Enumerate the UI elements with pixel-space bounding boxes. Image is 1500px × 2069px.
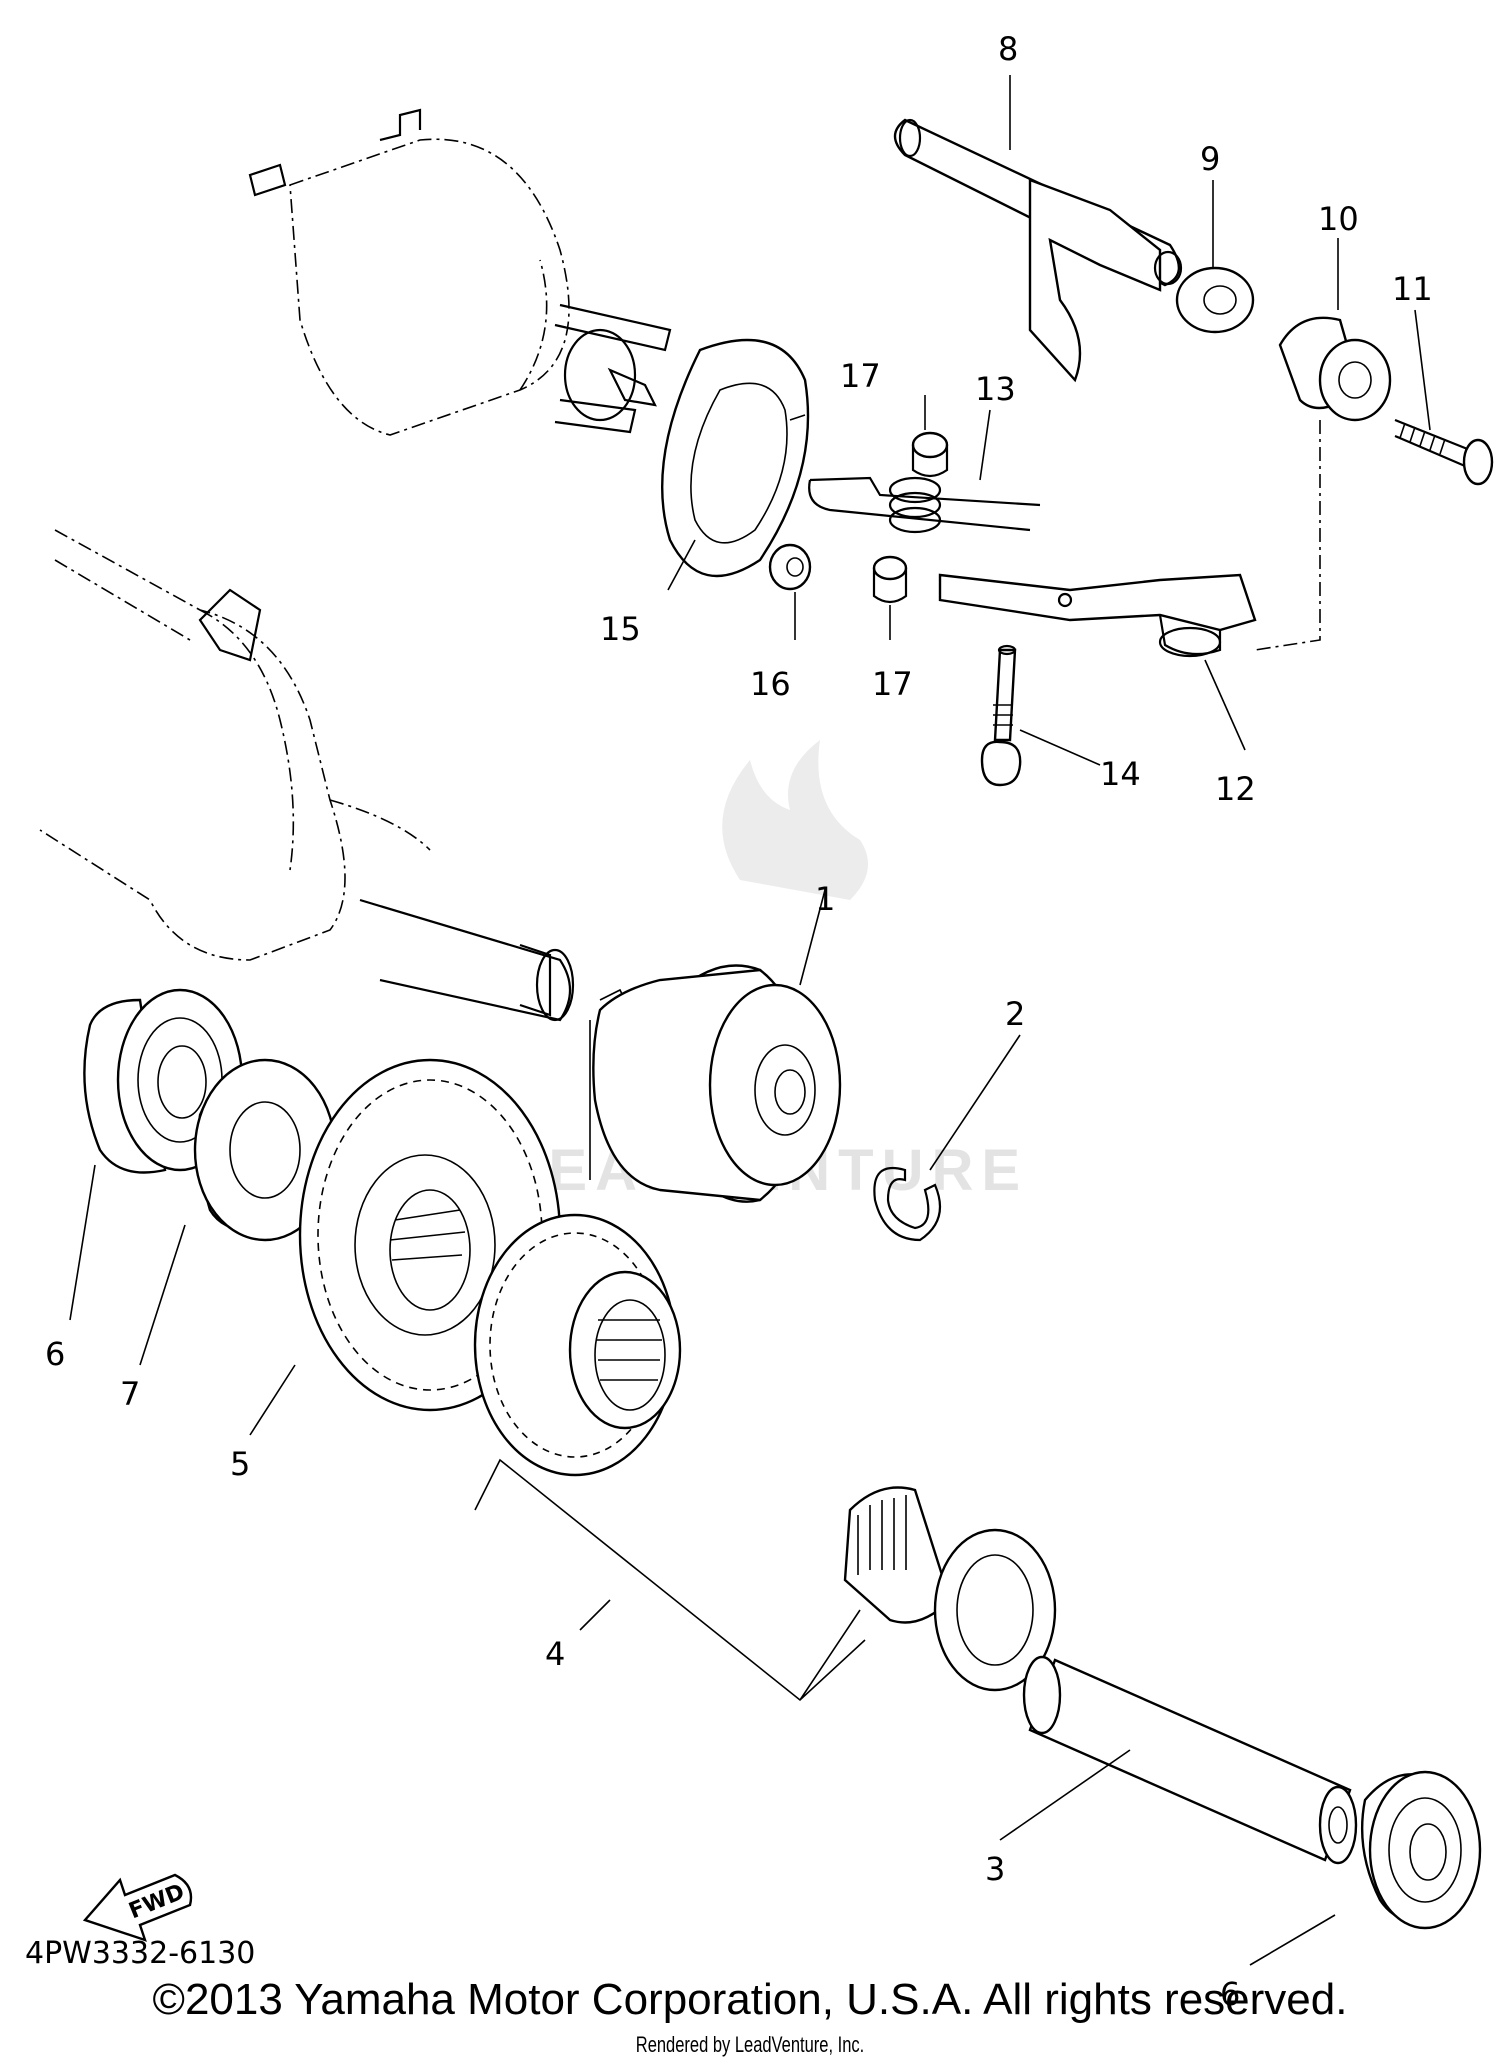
rendered-by-notice: Rendered by LeadVenture, Inc.: [635, 2032, 865, 2057]
nut-16: [768, 543, 812, 591]
bearing-6-lower: [1360, 1770, 1482, 1930]
part-label-17-lower: 17: [872, 665, 913, 703]
part-label-9: 9: [1200, 140, 1220, 178]
lever-plate-12: [938, 573, 1257, 658]
part-label-17-upper: 17: [840, 357, 881, 395]
gear-4: [473, 1213, 682, 1477]
spacer-17-upper: [911, 431, 949, 478]
starter-motor: [39, 529, 575, 1022]
part-label-1: 1: [815, 880, 835, 918]
spacer-17-lower: [872, 555, 908, 604]
circlip-2: [873, 1166, 942, 1242]
part-label-15: 15: [600, 610, 641, 648]
part-label-6-upper: 6: [45, 1335, 65, 1373]
spline-hub-4: [843, 1486, 1057, 1692]
oil-seal-7: [193, 1058, 337, 1242]
collar-10: [1278, 316, 1392, 422]
diagram-code: 4PW3332-6130: [25, 1936, 255, 1971]
screw-11: [1394, 418, 1494, 486]
fwd-arrow: FWD: [82, 1873, 193, 1942]
bushing-9: [1175, 266, 1255, 334]
part-label-3: 3: [985, 1850, 1005, 1888]
part-label-2: 2: [1005, 995, 1025, 1033]
part-label-7: 7: [120, 1375, 140, 1413]
part-label-8: 8: [998, 30, 1018, 68]
part-label-6-lower: 6: [1220, 1975, 1240, 2013]
alignment-line-10-12: [1254, 420, 1321, 651]
part-label-11: 11: [1392, 270, 1433, 308]
part-numbers: 8 9 10 11 13 17 15 16 17 12 14 1 2 6 7 5…: [45, 30, 1433, 2013]
part-label-5: 5: [230, 1445, 250, 1483]
starter-solenoid: [248, 108, 672, 436]
gasket-plate-15: [661, 338, 810, 578]
part-label-16: 16: [750, 665, 791, 703]
torsion-spring-13: [808, 476, 1041, 534]
copyright-notice: ©2013 Yamaha Motor Corporation, U.S.A. A…: [152, 1975, 1348, 2024]
starter-clutch-1: [589, 964, 842, 1203]
part-label-12: 12: [1215, 770, 1256, 808]
part-label-4: 4: [545, 1635, 565, 1673]
shift-shaft-8: [893, 118, 1183, 383]
bolt-14: [980, 644, 1022, 787]
part-label-13: 13: [975, 370, 1016, 408]
shaft-3: [1022, 1655, 1358, 1865]
leader-lines: [69, 75, 1431, 1966]
part-label-14: 14: [1100, 755, 1141, 793]
part-label-10: 10: [1318, 200, 1359, 238]
